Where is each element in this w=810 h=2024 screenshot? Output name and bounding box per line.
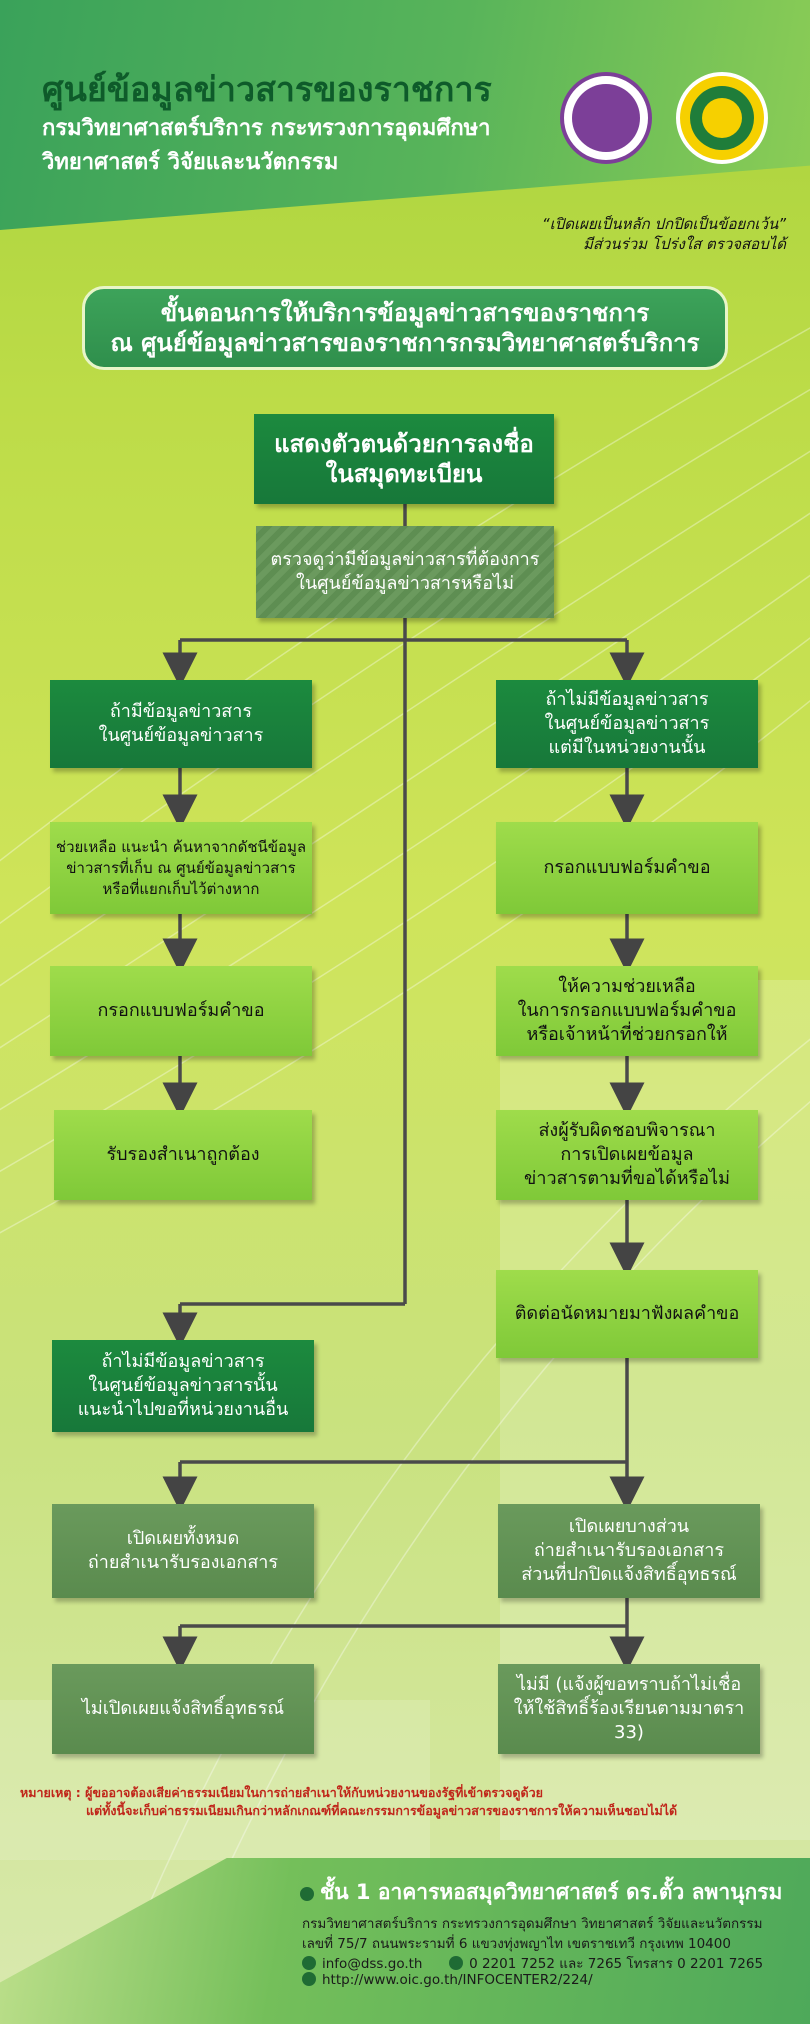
result-partial-line-3: ส่วนที่ปกปิดแจ้งสิทธิ์อุทธรณ์ xyxy=(521,1564,737,1585)
right-agency-line-2: ในศูนย์ข้อมูลข่าวสาร xyxy=(544,713,710,734)
result-partial-disclosure: เปิดเผยบางส่วน ถ่ายสำเนารับรองเอกสาร ส่ว… xyxy=(498,1504,760,1598)
email-icon xyxy=(302,1956,316,1970)
step-check-info: ตรวจดูว่ามีข้อมูลข่าวสารที่ต้องการ ในศูน… xyxy=(256,526,554,618)
step-register: แสดงตัวตนด้วยการลงชื่อ ในสมุดทะเบียน xyxy=(254,414,554,504)
banner-line-2: ณ ศูนย์ข้อมูลข่าวสารของราชการกรมวิทยาศาส… xyxy=(110,329,700,357)
footer-street: เลขที่ 75/7 ถนนพระรามที่ 6 แขวงทุ่งพญาไท… xyxy=(302,1936,731,1952)
footer-contact: info@dss.go.th 0 2201 7252 และ 7265 โทรส… xyxy=(302,1952,763,1974)
header-subtitle-2: วิทยาศาสตร์ วิจัยและนวัตกรรม xyxy=(42,150,339,175)
left-help-line-3: หรือที่แยกเก็บไว้ต่างหาก xyxy=(102,879,260,898)
page-title: ศูนย์ข้อมูลข่าวสารของราชการ xyxy=(42,70,492,110)
left-fill-form-label: กรอกแบบฟอร์มคำขอ xyxy=(97,1000,265,1021)
left-help-line-2: ข่าวสารที่เก็บ ณ ศูนย์ข้อมูลข่าวสาร xyxy=(66,858,296,877)
banner-line-1: ขั้นตอนการให้บริการข้อมูลข่าวสารของราชกา… xyxy=(160,299,650,327)
right-agency-line-3: แต่มีในหน่วยงานนั้น xyxy=(548,737,706,758)
address-title-text: ชั้น 1 อาคารหอสมุดวิทยาศาสตร์ ดร.ตั้ว ลพ… xyxy=(320,1880,783,1904)
left-fill-form: กรอกแบบฟอร์มคำขอ xyxy=(50,966,312,1056)
result-none: ไม่มี (แจ้งผู้ขอทราบถ้าไม่เชื่อ ให้ใช้สิ… xyxy=(498,1664,760,1754)
ministry-seal-logo xyxy=(676,72,768,164)
right-fill-form: กรอกแบบฟอร์มคำขอ xyxy=(496,822,758,914)
result-none-line-1: ไม่มี (แจ้งผู้ขอทราบถ้าไม่เชื่อ xyxy=(516,1674,742,1695)
left-has-info-line-1: ถ้ามีข้อมูลข่าวสาร xyxy=(109,701,253,722)
footer-phone: 0 2201 7252 และ 7265 โทรสาร 0 2201 7265 xyxy=(469,1956,764,1972)
result-full-disclosure: เปิดเผยทั้งหมด ถ่ายสำเนารับรองเอกสาร xyxy=(52,1504,314,1598)
right-send-review: ส่งผู้รับผิดชอบพิจารณา การเปิดเผยข้อมูล … xyxy=(496,1110,758,1200)
result-not-disclosed: ไม่เปิดเผยแจ้งสิทธิ์อุทธรณ์ xyxy=(52,1664,314,1754)
right-assist-line-1: ให้ความช่วยเหลือ xyxy=(558,976,696,997)
result-none-line-2: ให้ใช้สิทธิ์ร้องเรียนตามมาตรา 33) xyxy=(513,1698,745,1743)
right-review-line-1: ส่งผู้รับผิดชอบพิจารณา xyxy=(538,1120,716,1141)
footnote-line-1: หมายเหตุ : ผู้ขออาจต้องเสียค่าธรรมเนียมใ… xyxy=(20,1785,543,1800)
dss-logo xyxy=(560,72,652,164)
left-has-info-line-2: ในศูนย์ข้อมูลข่าวสาร xyxy=(98,725,264,746)
right-assist: ให้ความช่วยเหลือ ในการกรอกแบบฟอร์มคำขอ ห… xyxy=(496,966,758,1056)
right-appointment-label: ติดต่อนัดหมายมาฟังผลคำขอ xyxy=(514,1303,740,1324)
left-help-line-1: ช่วยเหลือ แนะนำ ค้นหาจากดัชนีข้อมูล xyxy=(55,837,307,856)
footer-org: กรมวิทยาศาสตร์บริการ กระทรวงการอุดมศึกษา… xyxy=(302,1916,763,1932)
middle-other-line-3: แนะนำไปขอที่หน่วยงานอื่น xyxy=(77,1399,289,1420)
result-full-line-2: ถ่ายสำเนารับรองเอกสาร xyxy=(87,1552,279,1573)
motto-line-2: มีส่วนร่วม โปร่งใส ตรวจสอบได้ xyxy=(582,235,786,253)
right-appointment: ติดต่อนัดหมายมาฟังผลคำขอ xyxy=(496,1270,758,1358)
middle-other-line-1: ถ้าไม่มีข้อมูลข่าวสาร xyxy=(101,1351,265,1372)
step-check-line-1: ตรวจดูว่ามีข้อมูลข่าวสารที่ต้องการ xyxy=(270,549,540,570)
footer-address-title: ชั้น 1 อาคารหอสมุดวิทยาศาสตร์ ดร.ตั้ว ลพ… xyxy=(300,1876,782,1909)
result-not-disclosed-label: ไม่เปิดเผยแจ้งสิทธิ์อุทธรณ์ xyxy=(81,1698,285,1719)
header-subtitle-1: กรมวิทยาศาสตร์บริการ กระทรวงการอุดมศึกษา xyxy=(42,116,491,141)
step-check-line-2: ในศูนย์ข้อมูลข่าวสารหรือไม่ xyxy=(296,573,514,594)
phone-icon xyxy=(449,1956,464,1970)
right-fill-form-label: กรอกแบบฟอร์มคำขอ xyxy=(543,857,711,878)
footer-email[interactable]: info@dss.go.th xyxy=(322,1956,423,1972)
footer-url[interactable]: http://www.oic.go.th/INFOCENTER2/224/ xyxy=(322,1972,593,1988)
right-review-line-2: การเปิดเผยข้อมูล xyxy=(560,1144,694,1165)
middle-other-line-2: ในศูนย์ข้อมูลข่าวสารนั้น xyxy=(88,1375,278,1396)
right-no-info-agency: ถ้าไม่มีข้อมูลข่าวสาร ในศูนย์ข้อมูลข่าวส… xyxy=(496,680,758,768)
step-register-line-1: แสดงตัวตนด้วยการลงชื่อ xyxy=(274,430,534,458)
left-certify: รับรองสำเนาถูกต้อง xyxy=(54,1110,312,1200)
footnote: หมายเหตุ : ผู้ขออาจต้องเสียค่าธรรมเนียมใ… xyxy=(20,1784,677,1820)
right-agency-line-1: ถ้าไม่มีข้อมูลข่าวสาร xyxy=(545,689,709,710)
right-assist-line-3: หรือเจ้าหน้าที่ช่วยกรอกให้ xyxy=(526,1024,728,1045)
middle-no-info-other: ถ้าไม่มีข้อมูลข่าวสาร ในศูนย์ข้อมูลข่าวส… xyxy=(52,1340,314,1432)
left-has-info: ถ้ามีข้อมูลข่าวสาร ในศูนย์ข้อมูลข่าวสาร xyxy=(50,680,312,768)
result-partial-line-2: ถ่ายสำเนารับรองเอกสาร xyxy=(533,1540,725,1561)
motto-line-1: “เปิดเผยเป็นหลัก ปกปิดเป็นข้อยกเว้น” xyxy=(541,215,786,233)
right-review-line-3: ข่าวสารตามที่ขอได้หรือไม่ xyxy=(524,1168,730,1189)
location-pin-icon xyxy=(300,1887,314,1901)
right-assist-line-2: ในการกรอกแบบฟอร์มคำขอ xyxy=(517,1000,737,1021)
step-register-line-2: ในสมุดทะเบียน xyxy=(325,460,483,488)
globe-icon xyxy=(302,1972,316,1986)
footnote-line-2: แต่ทั้งนี้จะเก็บค่าธรรมเนียมเกินกว่าหลัก… xyxy=(86,1803,678,1818)
result-partial-line-1: เปิดเผยบางส่วน xyxy=(568,1516,690,1537)
process-title-banner: ขั้นตอนการให้บริการข้อมูลข่าวสารของราชกา… xyxy=(82,286,728,370)
left-certify-label: รับรองสำเนาถูกต้อง xyxy=(106,1144,260,1165)
left-help-search: ช่วยเหลือ แนะนำ ค้นหาจากดัชนีข้อมูล ข่าว… xyxy=(50,822,312,914)
result-full-line-1: เปิดเผยทั้งหมด xyxy=(126,1528,240,1549)
footer-website: http://www.oic.go.th/INFOCENTER2/224/ xyxy=(302,1972,593,1988)
